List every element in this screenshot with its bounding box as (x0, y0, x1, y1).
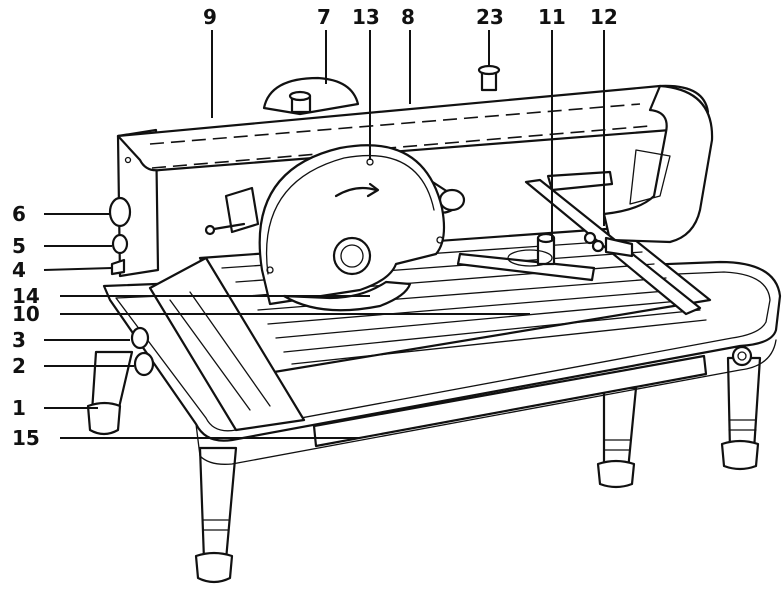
blade-hub (332, 236, 372, 276)
label-2: 2 (12, 354, 26, 378)
leg-rear-left (198, 446, 238, 562)
leader-lines (43, 30, 605, 439)
blade-guard (258, 144, 446, 306)
label-14: 14 (12, 284, 40, 308)
label-6: 6 (12, 202, 26, 226)
switch-knob-6 (108, 196, 132, 228)
label-7: 7 (317, 5, 331, 29)
label-10: 10 (12, 302, 40, 326)
label-3: 3 (12, 328, 26, 352)
label-11: 11 (538, 5, 566, 29)
label-13: 13 (352, 5, 380, 29)
label-5: 5 (12, 234, 26, 258)
label-9: 9 (203, 5, 217, 29)
water-tray (312, 354, 708, 448)
leg-center-right (602, 386, 638, 472)
latch-4 (110, 258, 126, 276)
label-15: 15 (12, 426, 40, 450)
side-controls (108, 196, 155, 377)
legs (86, 350, 762, 584)
knob-3 (130, 326, 150, 350)
rip-fence (456, 170, 702, 316)
callout-labels: 9 7 13 8 23 11 12 6 5 4 14 10 3 2 1 15 (12, 5, 618, 450)
blade-assembly (258, 144, 446, 312)
label-12: 12 (590, 5, 618, 29)
label-4: 4 (12, 258, 26, 282)
knob-2 (133, 351, 155, 377)
knob-5 (111, 233, 129, 255)
label-1: 1 (12, 396, 26, 420)
right-support (602, 84, 714, 244)
handle-motor (262, 64, 501, 116)
frame-arm (116, 84, 714, 278)
label-8: 8 (401, 5, 415, 29)
side-knob (731, 345, 753, 367)
blade (282, 280, 412, 312)
label-23: 23 (476, 5, 504, 29)
